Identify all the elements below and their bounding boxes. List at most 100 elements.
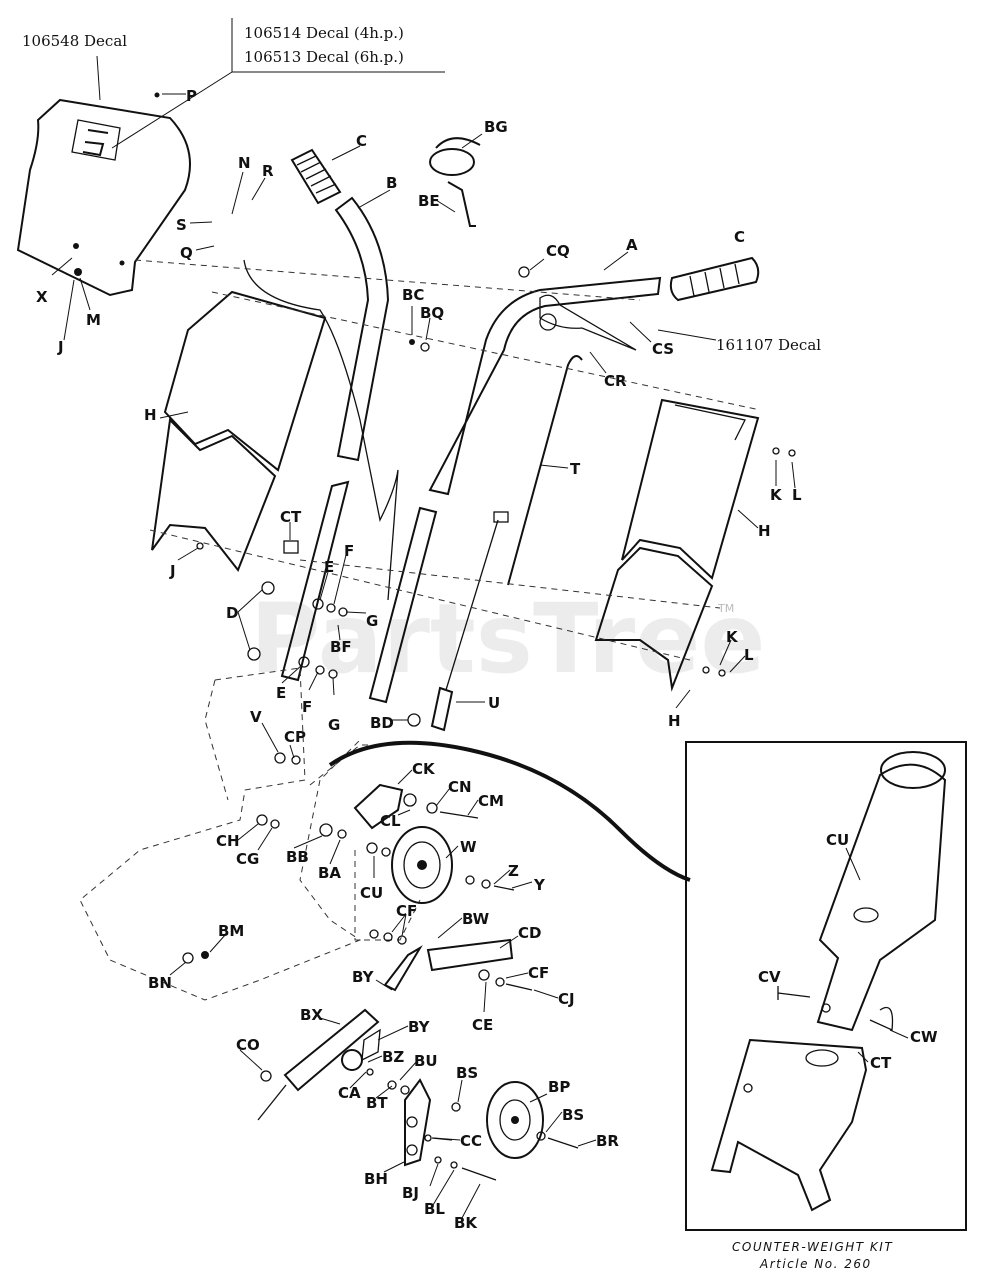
label-h-bottom: H — [668, 712, 681, 730]
label-bg: BG — [484, 118, 508, 136]
label-d: D — [226, 604, 238, 622]
label-kit-cu: CU — [826, 831, 849, 849]
handle-bar-left — [280, 196, 438, 704]
handle-bar-right — [428, 276, 662, 496]
label-w: W — [460, 838, 477, 856]
label-c-right: C — [734, 228, 745, 246]
shield-h-right — [594, 398, 760, 692]
label-y: Y — [533, 876, 546, 894]
label-l-top: L — [792, 486, 802, 504]
label-cs: CS — [652, 340, 674, 358]
grip-c-right — [669, 256, 760, 302]
idler-bracket-ck — [353, 783, 417, 830]
label-bn: BN — [148, 974, 172, 992]
label-cm: CM — [478, 792, 504, 810]
label-h-left: H — [144, 406, 157, 424]
label-b: B — [386, 174, 397, 192]
bracket-bx — [283, 1008, 381, 1092]
label-bj: BJ — [402, 1184, 419, 1202]
label-bd: BD — [370, 714, 394, 732]
hardware — [154, 92, 796, 1181]
callout-labels: P C BG N R B BE S Q CQ A C X M J BC BQ C… — [36, 87, 802, 1232]
label-cj: CJ — [558, 990, 575, 1008]
label-bu: BU — [414, 1052, 438, 1070]
label-cr: CR — [604, 372, 627, 390]
label-bz: BZ — [382, 1048, 404, 1066]
kit-subtitle: Article No. 260 — [759, 1257, 872, 1271]
decal-106513: 106513 Decal (6h.p.) — [244, 48, 404, 66]
label-bp: BP — [548, 1078, 570, 1096]
label-g-bottom: G — [328, 716, 340, 734]
label-ba: BA — [318, 864, 341, 882]
label-cg: CG — [236, 850, 259, 868]
label-kit-cv: CV — [758, 968, 781, 986]
label-k-bottom: K — [726, 628, 739, 646]
shield-h-left — [151, 290, 327, 572]
label-j-top: J — [57, 338, 64, 356]
label-n: N — [238, 154, 251, 172]
handle-cover — [16, 98, 191, 297]
label-bx: BX — [300, 1006, 323, 1024]
label-t: T — [570, 460, 581, 478]
decal-106548: 106548 Decal — [22, 32, 127, 50]
control-cable — [328, 740, 691, 882]
counterweight-kit-inset — [685, 741, 967, 1231]
label-l-bottom: L — [744, 646, 754, 664]
grip-bg — [429, 137, 481, 227]
decal-106514: 106514 Decal (4h.p.) — [244, 24, 404, 42]
throttle-cable — [243, 259, 399, 601]
label-kit-ct: CT — [870, 1054, 892, 1072]
label-bs-top: BS — [456, 1064, 478, 1082]
label-cl: CL — [380, 812, 401, 830]
decal-161107: 161107 Decal — [716, 336, 821, 354]
label-kit-cw: CW — [910, 1028, 938, 1046]
label-ck: CK — [412, 760, 436, 778]
label-k-top: K — [770, 486, 783, 504]
label-e-bottom: E — [276, 684, 286, 702]
label-u: U — [488, 694, 500, 712]
label-f-bottom: F — [302, 698, 312, 716]
label-cf-bottom: CF — [528, 964, 549, 982]
label-cp: CP — [284, 728, 306, 746]
label-e-top: E — [324, 558, 334, 576]
label-q: Q — [180, 244, 193, 262]
label-v: V — [250, 708, 262, 726]
label-bc: BC — [402, 286, 424, 304]
label-ca: CA — [338, 1084, 361, 1102]
label-ch: CH — [216, 832, 240, 850]
label-bk: BK — [454, 1214, 478, 1232]
label-bw: BW — [462, 910, 490, 928]
rod-t — [507, 355, 583, 586]
label-bh: BH — [364, 1170, 388, 1188]
label-f-top: F — [344, 542, 354, 560]
label-s: S — [176, 216, 187, 234]
label-co: CO — [236, 1036, 260, 1054]
label-cn: CN — [448, 778, 472, 796]
label-h-right: H — [758, 522, 771, 540]
label-g-top: G — [366, 612, 378, 630]
label-bl: BL — [424, 1200, 445, 1218]
label-br: BR — [596, 1132, 619, 1150]
label-bt: BT — [366, 1094, 388, 1112]
label-x: X — [36, 288, 48, 306]
label-cf-top: CF — [396, 902, 417, 920]
label-r: R — [262, 162, 274, 180]
label-ct: CT — [280, 508, 302, 526]
label-ce: CE — [472, 1016, 493, 1034]
label-cd: CD — [518, 924, 541, 942]
pulley-w — [391, 826, 453, 904]
label-m: M — [86, 311, 101, 329]
label-bf: BF — [330, 638, 352, 656]
lever-bw-cd — [383, 938, 514, 992]
label-a: A — [626, 236, 638, 254]
label-p: P — [186, 87, 197, 105]
label-bq: BQ — [420, 304, 444, 322]
watermark-tm: TM — [717, 602, 734, 615]
label-cq: CQ — [546, 242, 570, 260]
label-cu: CU — [360, 884, 383, 902]
kit-title: COUNTER-WEIGHT KIT — [732, 1240, 893, 1254]
grip-c-left — [290, 148, 342, 205]
pulley-bp — [486, 1081, 544, 1159]
frame-outline — [79, 259, 761, 1001]
